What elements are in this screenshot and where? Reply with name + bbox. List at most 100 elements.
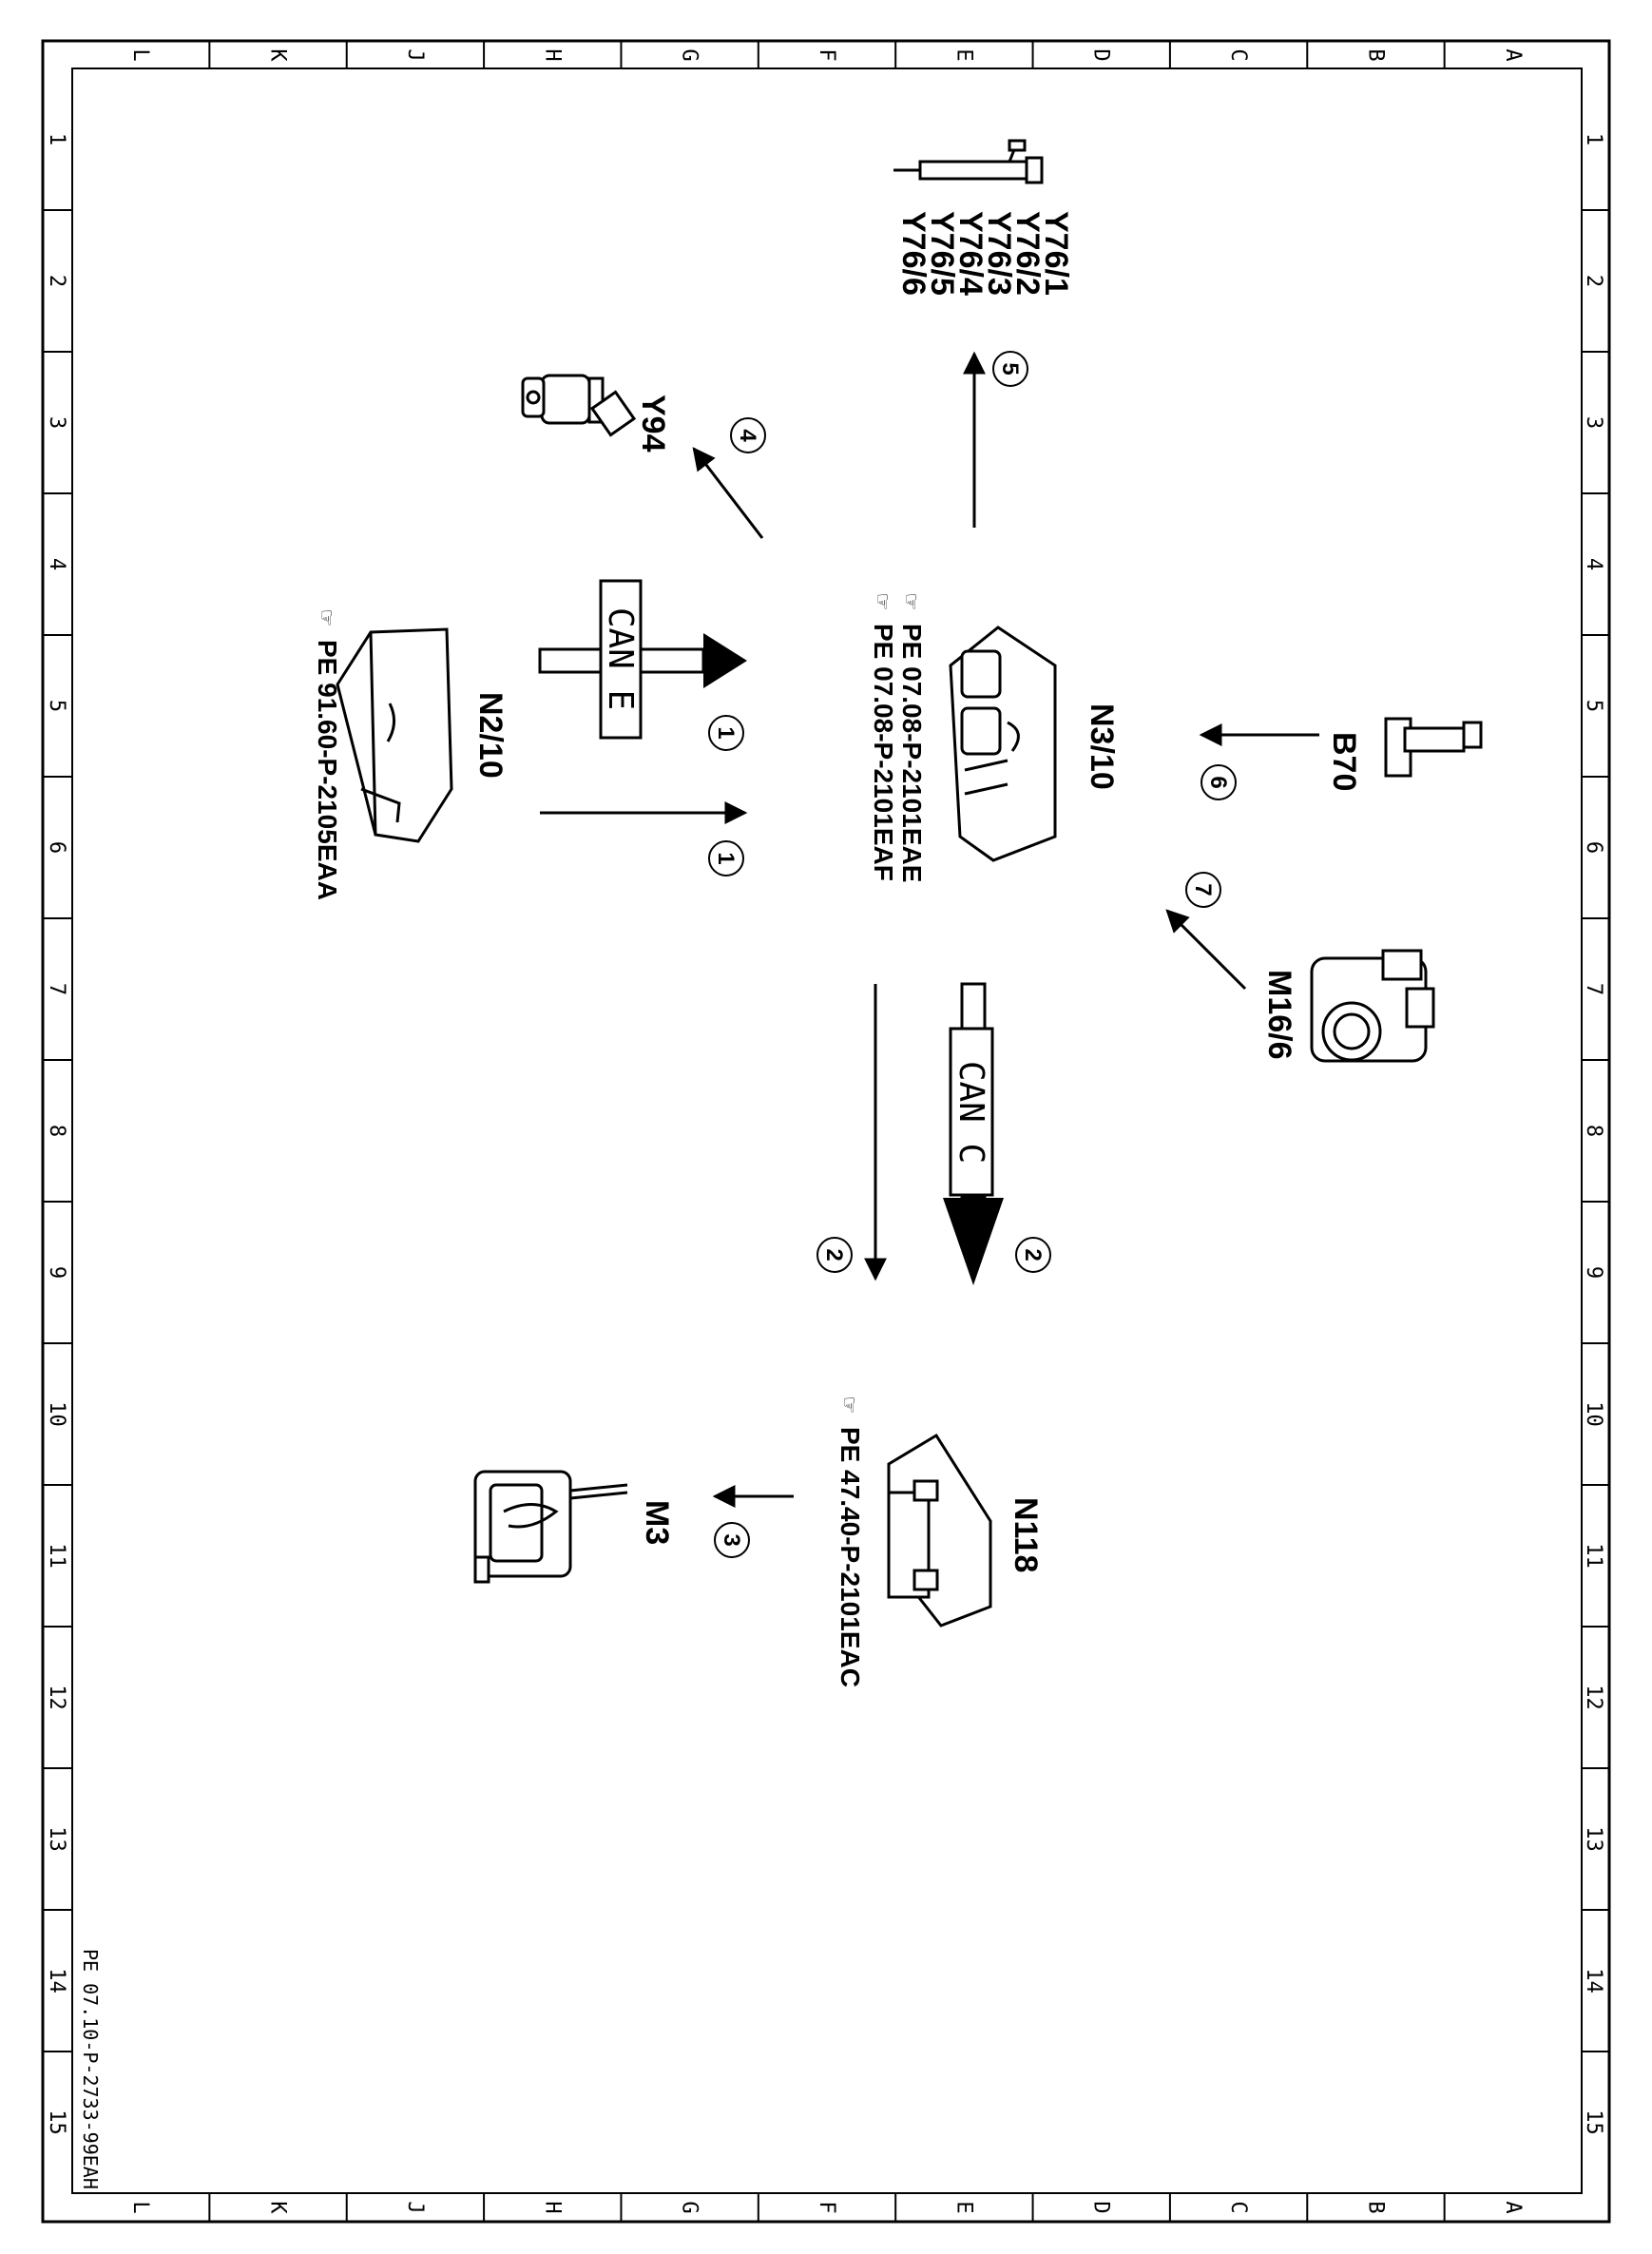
fuel-pump-module-icon [887, 1433, 992, 1628]
grid-number-left: 5 [45, 700, 68, 712]
grid-number-left: 15 [45, 2110, 68, 2135]
signal-4-label: 4 [735, 429, 760, 442]
grid-letter-bottom: L [128, 2201, 152, 2213]
signal-6-label: 6 [1205, 776, 1231, 788]
grid-letter-bottom: A [1501, 2201, 1525, 2213]
signal-3-marker [714, 1522, 750, 1558]
grid-number-left: 7 [45, 983, 68, 995]
arrow-4 [692, 447, 764, 539]
grid-letter-bottom: D [1089, 2201, 1113, 2213]
grid-letter-top: G [678, 48, 701, 61]
injector-icon [893, 139, 1044, 184]
grid-number-left: 3 [45, 416, 68, 429]
n2-10-label: N2/10 [472, 692, 509, 779]
y76-label-2: Y76/2 [1009, 211, 1046, 296]
grid-number-right: 6 [1582, 841, 1605, 854]
signal-2b-label: 2 [821, 1248, 847, 1261]
n2-10-ref: PE 91.60-P-2105EAA [313, 640, 342, 900]
signal-2-label: 2 [1020, 1248, 1046, 1261]
grid-letter-top: C [1226, 48, 1250, 61]
grid-letter-bottom: B [1363, 2201, 1387, 2213]
can-e-label: CAN E [601, 607, 640, 710]
n118-ref: PE 47.40-P-2101EAC [836, 1427, 865, 1687]
grid-number-left: 11 [45, 1543, 68, 1569]
can-e-bus-arrow [538, 579, 747, 740]
grid-number-right: 7 [1582, 983, 1605, 995]
engine-control-unit-icon [949, 626, 1057, 862]
grid-letter-bottom: G [678, 2201, 701, 2213]
y76-label-6: Y76/6 [895, 211, 932, 296]
hand-icon: ☞ [868, 594, 896, 609]
grid-letter-top: L [128, 48, 152, 61]
inner-frame [71, 67, 1583, 2194]
grid-number-right: 9 [1582, 1266, 1605, 1279]
grid-number-right: 8 [1582, 1125, 1605, 1137]
grid-number-right: 13 [1582, 1826, 1605, 1852]
signal-4-marker [730, 417, 766, 453]
grid-number-left: 1 [45, 133, 68, 145]
y76-label-3: Y76/3 [981, 211, 1017, 296]
restraint-module-icon [336, 627, 453, 843]
y76-labels: Y76/1 Y76/2 Y76/3 Y76/4 Y76/5 Y76/6 [895, 211, 1074, 296]
grid-number-right: 4 [1582, 558, 1605, 570]
grid-ticks [43, 41, 1609, 2222]
grid-number-left: 9 [45, 1266, 68, 1279]
signal-1-label: 1 [713, 726, 739, 739]
grid-letter-top: E [951, 48, 975, 61]
signal-1-marker [708, 715, 744, 751]
n3-10-refs: ☞ PE 07.08-P-2101EAE ☞ PE 07.08-P-2101EA… [868, 594, 927, 882]
grid-number-right: 2 [1582, 275, 1605, 287]
y76-label-1: Y76/1 [1038, 211, 1074, 296]
grid-letter-top: F [815, 48, 838, 61]
signal-7-marker [1185, 872, 1221, 908]
grid-number-left: 8 [45, 1125, 68, 1137]
grid-letter-top: D [1089, 48, 1113, 61]
grid-number-left: 6 [45, 841, 68, 854]
grid-letter-bottom: K [266, 2201, 290, 2214]
grid-number-left: 14 [45, 1968, 68, 1994]
grid-letter-bottom: H [540, 2201, 564, 2213]
signal-1b-label: 1 [713, 852, 739, 864]
signal-5-marker [992, 351, 1028, 387]
grid-number-left: 12 [45, 1685, 68, 1710]
grid-letter-top: H [540, 48, 564, 61]
grid-letter-bottom: F [815, 2201, 838, 2213]
grid-number-right: 14 [1582, 1968, 1605, 1994]
grid-number-left: 13 [45, 1826, 68, 1852]
pressure-regulator-icon [521, 374, 637, 437]
signal-2-marker [1015, 1237, 1051, 1273]
grid-letter-bottom: J [403, 2201, 427, 2213]
doc-code: PE 07.10-P-2733-99EAH [79, 1949, 102, 2189]
signal-7-label: 7 [1190, 883, 1216, 896]
grid-letter-top: K [266, 48, 290, 62]
hand-icon: ☞ [896, 594, 925, 609]
can-c-bus-arrow [943, 982, 1004, 1285]
crankshaft-sensor-icon [1384, 717, 1483, 778]
arrow-7 [1165, 909, 1247, 991]
grid-letter-bottom: C [1226, 2201, 1250, 2213]
grid-number-right: 1 [1582, 133, 1605, 145]
n3-10-ref-2: PE 07.08-P-2101EAF [869, 624, 898, 881]
hand-icon: ☞ [835, 1397, 863, 1413]
throttle-actuator-icon [1310, 949, 1435, 1063]
signal-3-label: 3 [719, 1533, 744, 1546]
n118-label: N118 [1008, 1497, 1044, 1572]
m16-6-label: M16/6 [1261, 970, 1297, 1060]
n3-10-label: N3/10 [1084, 703, 1120, 790]
grid-number-left: 10 [45, 1401, 68, 1427]
b70-label: B70 [1326, 732, 1362, 791]
grid-letter-top: J [403, 48, 427, 61]
m3-label: M3 [639, 1500, 675, 1545]
y76-label-5: Y76/5 [924, 211, 960, 296]
grid-number-right: 5 [1582, 700, 1605, 712]
y94-label: Y94 [635, 395, 671, 453]
signal-6-marker [1201, 764, 1237, 800]
signal-5-label: 5 [997, 362, 1023, 375]
grid-letter-top: A [1501, 48, 1525, 61]
grid-number-right: 15 [1582, 2110, 1605, 2135]
y76-label-4: Y76/4 [952, 211, 989, 296]
grid-number-right: 10 [1582, 1401, 1605, 1427]
grid-letter-top: B [1363, 48, 1387, 61]
